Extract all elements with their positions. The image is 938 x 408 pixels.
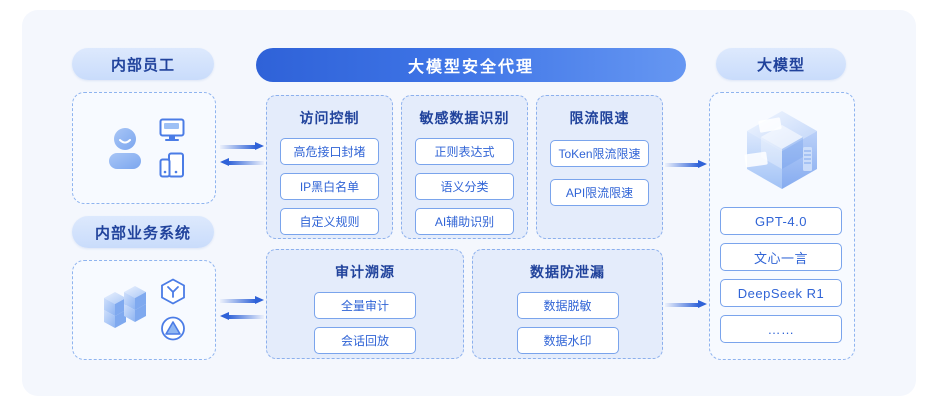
card-item-list: 高危接口封堵 IP黑白名单 自定义规则: [267, 138, 392, 235]
tag-item[interactable]: IP黑白名单: [280, 173, 379, 200]
model-tag[interactable]: DeepSeek R1: [720, 279, 842, 307]
card-item-list: 全量审计 会话回放: [267, 292, 463, 354]
arrow-bar: [665, 163, 699, 167]
tag-item[interactable]: 数据水印: [516, 327, 619, 354]
arrow-head: [698, 300, 707, 308]
card-item-list: 数据脱敏 数据水印: [473, 292, 662, 354]
arrow-head: [255, 296, 264, 304]
pill-internal-employee: 内部员工: [72, 48, 214, 80]
tag-item[interactable]: 数据脱敏: [516, 292, 619, 319]
tag-item[interactable]: 全量审计: [314, 292, 416, 319]
server-stack-icon: [102, 286, 148, 334]
monitor-icon: [159, 118, 185, 142]
pill-large-model: 大模型: [716, 48, 846, 80]
arrow-proxy-to-llm-top: [665, 160, 707, 169]
arrow-bar: [228, 315, 264, 319]
arrow-head: [255, 142, 264, 150]
tag-item[interactable]: AI辅助识别: [415, 208, 514, 235]
arrow-head: [220, 312, 229, 320]
user-icon: [103, 125, 147, 171]
employee-icons: [73, 93, 215, 203]
hexagon-node-icon: [160, 278, 186, 305]
card-title: 限流限速: [569, 110, 630, 126]
card-data-leak-prevention: 数据防泄漏 数据脱敏 数据水印: [472, 249, 663, 359]
card-title: 审计溯源: [335, 264, 395, 280]
circle-triangle-icon: [160, 315, 186, 342]
card-item-list: ToKen限流限速 API限流限速: [537, 140, 662, 206]
arrow-bar: [220, 145, 256, 149]
tag-item[interactable]: ToKen限流限速: [550, 140, 649, 167]
arrow-employee-to-proxy: [220, 142, 264, 151]
arrow-proxy-to-llm-bottom: [665, 300, 707, 309]
card-rate-limiting: 限流限速 ToKen限流限速 API限流限速: [536, 95, 663, 239]
mobile-devices-icon: [159, 152, 185, 178]
card-title: 访问控制: [299, 110, 360, 126]
pill-internal-business-system: 内部业务系统: [72, 216, 214, 248]
model-tag[interactable]: GPT-4.0: [720, 207, 842, 235]
card-item-list: 正则表达式 语义分类 AI辅助识别: [402, 138, 527, 235]
arrow-business-to-proxy: [220, 296, 264, 305]
tag-item[interactable]: 语义分类: [415, 173, 514, 200]
card-audit-traceability: 审计溯源 全量审计 会话回放: [266, 249, 464, 359]
business-icons: [73, 261, 215, 359]
card-title: 数据防泄漏: [530, 264, 605, 280]
arrow-bar: [220, 299, 256, 303]
tag-item[interactable]: 会话回放: [314, 327, 416, 354]
device-icons: [159, 118, 185, 178]
system-node-icons: [160, 278, 186, 342]
arrow-proxy-to-business: [220, 312, 264, 321]
tag-item[interactable]: API限流限速: [550, 179, 649, 206]
card-access-control: 访问控制 高危接口封堵 IP黑白名单 自定义规则: [266, 95, 393, 239]
model-tag[interactable]: 文心一言: [720, 243, 842, 271]
business-icon-box: [72, 260, 216, 360]
arrow-head: [220, 158, 229, 166]
card-title: 敏感数据识别: [419, 110, 510, 126]
tag-item[interactable]: 高危接口封堵: [280, 138, 379, 165]
employee-icon-box: [72, 92, 216, 204]
arrow-proxy-to-employee: [220, 158, 264, 167]
arrow-head: [698, 160, 707, 168]
arrow-bar: [665, 303, 699, 307]
tag-item[interactable]: 正则表达式: [415, 138, 514, 165]
model-tag[interactable]: ……: [720, 315, 842, 343]
card-sensitive-data-recognition: 敏感数据识别 正则表达式 语义分类 AI辅助识别: [401, 95, 528, 239]
ai-cube-icon: [710, 105, 854, 197]
banner-llm-security-proxy: 大模型安全代理: [256, 48, 686, 82]
tag-item[interactable]: 自定义规则: [280, 208, 379, 235]
arrow-bar: [228, 161, 264, 165]
model-tag-list: GPT-4.0 文心一言 DeepSeek R1 ……: [720, 207, 842, 343]
